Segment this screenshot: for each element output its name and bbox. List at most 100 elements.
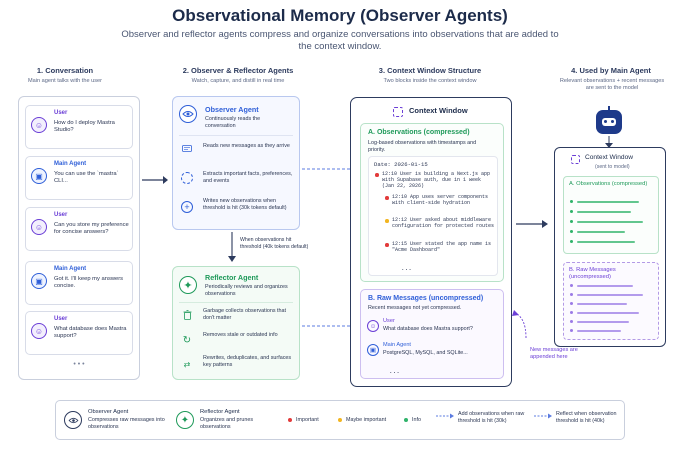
bullet-dot [570, 240, 573, 243]
arrow-robot-down [605, 136, 613, 148]
content-line [577, 303, 627, 305]
message-icon [181, 143, 193, 155]
legend-important: Important [296, 417, 319, 423]
main-raw-label: B. Raw Messages (uncompressed) [569, 267, 616, 280]
main-context-sub: (sent to model) [595, 164, 630, 170]
observation-entry: 12:15 User stated the app name is "Acme … [392, 241, 492, 254]
bullet-dot [570, 311, 573, 314]
conversation-role: User [54, 110, 68, 116]
priority-dot [385, 243, 389, 247]
extract-icon [181, 172, 193, 184]
legend-reflect-arrow [534, 413, 552, 419]
observations-desc: Log-based observations with timestamps a… [368, 140, 477, 153]
legend-observer-title: Observer Agent [88, 409, 129, 415]
content-line [577, 285, 633, 287]
section-4-sub: Relevant observations + recent messages … [559, 78, 665, 91]
section-1-sub: Main agent talks with the user [28, 78, 102, 84]
observer-divider [179, 135, 293, 136]
threshold-note: When observations hit threshold (40k tok… [240, 237, 309, 250]
bullet-dot [570, 220, 573, 223]
plus-icon: + [181, 201, 193, 213]
content-line [577, 312, 639, 314]
observations-log: Date: 2026-01-15 12:10 User is building … [368, 156, 498, 276]
rewrite-icon: ⇄ [183, 359, 191, 369]
legend-reflect: Reflect when observation threshold is hi… [556, 411, 617, 424]
content-line [577, 211, 631, 213]
conversation-text: How do I deploy Mastra Studio? [54, 120, 115, 134]
refresh-icon: ↻ [182, 334, 192, 346]
trash-icon [181, 309, 193, 321]
appended-note: New messages are appended here [530, 347, 578, 360]
conversation-role: User [54, 316, 68, 322]
user-icon: ☺ [31, 219, 47, 235]
reflector-title: Reflector Agent [205, 273, 259, 282]
bullet-dot [570, 230, 573, 233]
bullet-dot [570, 329, 573, 332]
conversation-text: What database does Mastra support? [54, 326, 127, 340]
legend-observer-desc: Compresses raw messages into observation… [88, 417, 165, 430]
observations-block: A. Observations (compressed) Log-based o… [360, 123, 504, 282]
priority-dot [385, 219, 389, 223]
legend-add-arrow [436, 413, 454, 419]
bot-icon: ▣ [367, 344, 379, 356]
conversation-role: Main Agent [54, 161, 87, 167]
observations-date: Date: 2026-01-15 [374, 161, 428, 168]
raw-message-text: PostgreSQL, MySQL, and SQLite... [383, 350, 468, 356]
observations-more: ... [401, 265, 412, 272]
observer-item-3: Writes new observations when threshold i… [203, 198, 287, 211]
arrow-conversation-to-observer [142, 176, 168, 184]
section-3-title: 3. Context Window Structure [378, 66, 482, 75]
user-icon: ☺ [367, 320, 379, 332]
observations-title: A. Observations (compressed) [368, 129, 470, 136]
bot-icon: ▣ [31, 273, 47, 289]
raw-messages-more: ... [389, 368, 400, 375]
user-icon: ☺ [31, 117, 47, 133]
legend-maybe: Maybe important [346, 417, 387, 423]
content-line [577, 201, 639, 203]
priority-dot [385, 196, 389, 200]
section-1-title: 1. Conversation [36, 66, 94, 75]
priority-dot [375, 173, 379, 177]
legend-maybe-dot [338, 418, 342, 422]
conversation-role: Main Agent [54, 266, 87, 272]
main-agent-context-panel: Context Window (sent to model) A. Observ… [554, 147, 666, 347]
raw-message-role: Main Agent [383, 342, 411, 348]
legend-add-obs: Add observations when raw threshold is h… [458, 411, 525, 424]
content-line [577, 231, 625, 233]
reflector-item-3: Rewrites, deduplicates, and surfaces key… [203, 355, 292, 368]
observation-entry: 12:10 User is building a Next.js app wit… [382, 171, 491, 190]
bullet-dot [570, 320, 573, 323]
observer-desc: Continuously reads the conversation [205, 116, 261, 129]
bot-icon: ▣ [31, 168, 47, 184]
legend-reflector-desc: Organizes and prunes observations [200, 417, 254, 430]
content-line [577, 241, 635, 243]
raw-messages-desc: Recent messages not yet compressed. [368, 305, 462, 311]
content-line [577, 330, 621, 332]
conversation-text: Got it. I'll keep my answers concise. [54, 276, 124, 290]
main-context-icon [571, 155, 580, 164]
main-observations-label: A. Observations (compressed) [569, 181, 648, 187]
arrow-context-to-main-agent [516, 220, 548, 228]
arrow-appended [512, 310, 527, 339]
reflector-divider [179, 302, 293, 303]
reflector-desc: Periodically reviews and organizes obser… [205, 284, 288, 297]
reflector-item-2: Removes stale or outdated info [203, 332, 278, 338]
section-2-sub: Watch, capture, and distill in real time [191, 78, 285, 84]
content-line [577, 294, 643, 296]
legend-eye-icon [64, 411, 82, 429]
conversation-ellipsis: • • • [73, 361, 85, 368]
eye-icon [179, 105, 197, 123]
arrow-observer-to-reflector [228, 232, 236, 262]
observer-item-2: Extracts important facts, preferences, a… [203, 171, 293, 184]
bullet-dot [570, 284, 573, 287]
bullet-dot [570, 210, 573, 213]
section-4-title: 4. Used by Main Agent [571, 66, 651, 75]
conversation-role: User [54, 212, 68, 218]
observation-entry: 12:10 App uses server components with cl… [392, 194, 489, 207]
bullet-dot [570, 293, 573, 296]
